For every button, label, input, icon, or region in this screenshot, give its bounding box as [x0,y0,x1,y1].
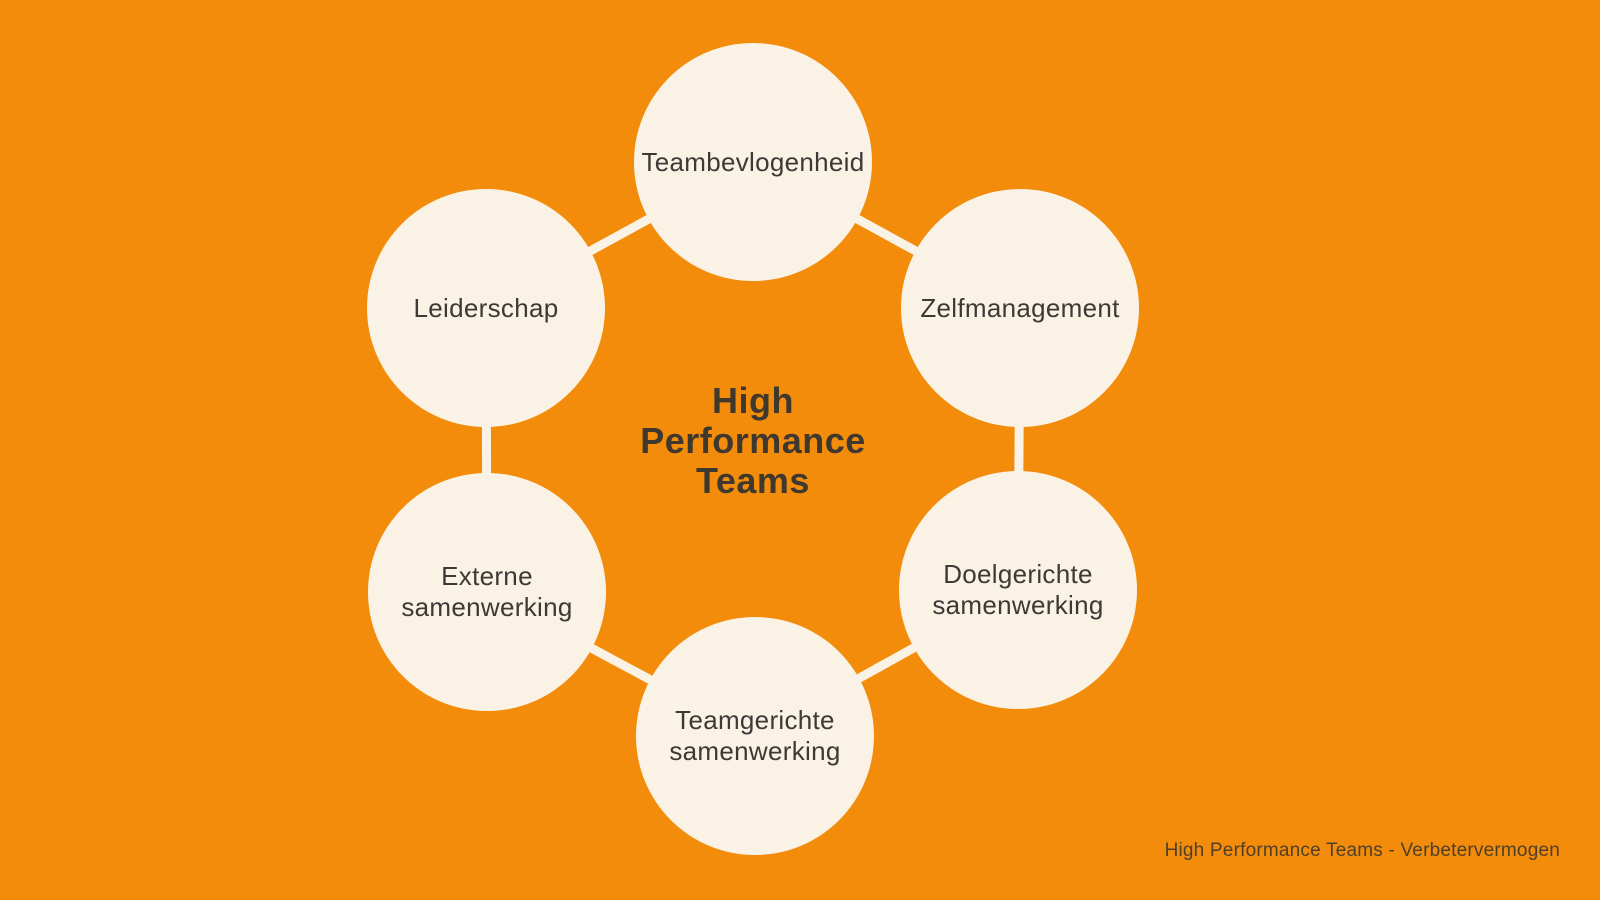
node-leiderschap: Leiderschap [367,189,605,427]
node-doelgerichte-samenwerking: Doelgerichte samenwerking [899,471,1137,709]
node-label-teambevlogenheid: Teambevlogenheid [641,146,865,177]
node-teambevlogenheid: Teambevlogenheid [634,43,872,281]
node-label-doelgerichte-samenwerking: Doelgerichte samenwerking [932,559,1104,620]
node-label-externe-samenwerking: Externe samenwerking [401,561,573,622]
node-label-leiderschap: Leiderschap [413,292,559,323]
diagram-title: High Performance Teams [640,380,866,501]
node-externe-samenwerking: Externe samenwerking [368,473,606,711]
node-label-teamgerichte-samenwerking: Teamgerichte samenwerking [669,705,841,766]
node-teamgerichte-samenwerking: Teamgerichte samenwerking [636,617,874,855]
footer-caption: High Performance Teams - Verbetervermoge… [1164,840,1560,861]
node-zelfmanagement: Zelfmanagement [901,189,1139,427]
node-label-zelfmanagement: Zelfmanagement [920,292,1120,323]
